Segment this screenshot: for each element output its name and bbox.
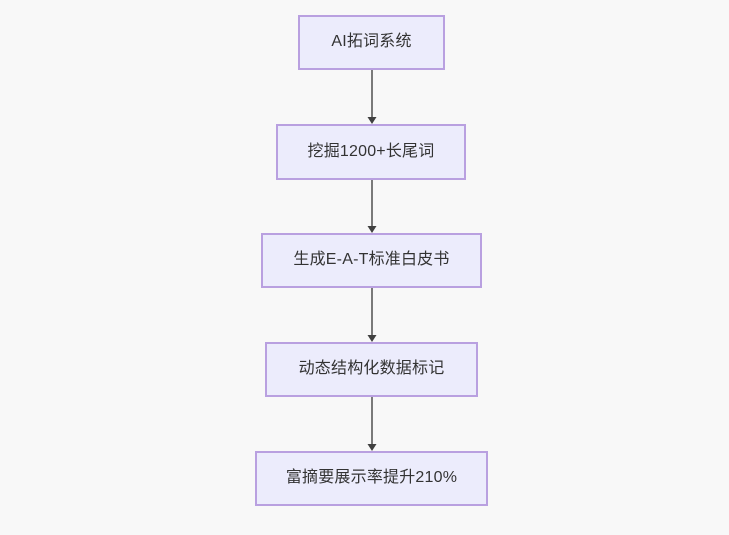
arrowhead-icon: [367, 335, 376, 342]
arrowhead-icon: [367, 117, 376, 124]
connector-arrow-4: [367, 397, 376, 451]
flow-node-label: 挖掘1200+长尾词: [307, 142, 435, 160]
flow-node-label: 生成E-A-T标准白皮书: [293, 251, 450, 269]
flow-node-longtail-keywords[interactable]: 挖掘1200+长尾词: [276, 124, 466, 180]
connector-arrow-2: [367, 180, 376, 233]
connector-arrow-1: [367, 70, 376, 124]
flow-node-label: 动态结构化数据标记: [298, 360, 445, 378]
connector-arrow-3: [367, 288, 376, 342]
flow-node-structured-data-markup[interactable]: 动态结构化数据标记: [265, 342, 478, 397]
flow-node-eat-whitepaper[interactable]: 生成E-A-T标准白皮书: [261, 233, 482, 288]
flow-node-label: 富摘要展示率提升210%: [285, 469, 458, 487]
flow-node-label: AI拓词系统: [331, 33, 412, 51]
flow-node-ai-keyword-system[interactable]: AI拓词系统: [298, 15, 445, 70]
flow-node-rich-snippet-result[interactable]: 富摘要展示率提升210%: [255, 451, 488, 506]
arrowhead-icon: [367, 226, 376, 233]
arrowhead-icon: [367, 444, 376, 451]
